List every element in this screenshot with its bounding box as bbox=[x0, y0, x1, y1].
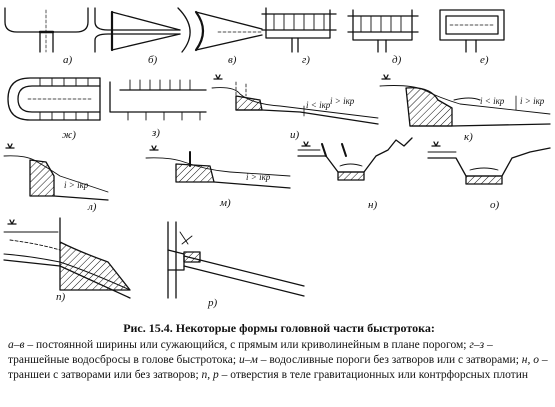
caption-text-1: – постоянной ширины или сужающийся, с пр… bbox=[24, 339, 470, 351]
caption-key-4: н, о bbox=[521, 354, 540, 366]
panel-z-drawing bbox=[109, 79, 207, 121]
panel-g-label: г) bbox=[302, 54, 310, 66]
caption-text-4: – траншеи с затворами или без затворов; bbox=[8, 354, 548, 381]
panel-i-drawing: i < iкр i > iкр bbox=[211, 74, 379, 125]
panel-l-drawing: i > iкр bbox=[3, 143, 109, 201]
caption-text-2: – траншейные водосбросы в голове быстрот… bbox=[8, 339, 493, 366]
panel-i-label: и) bbox=[290, 129, 300, 141]
panel-b-drawing bbox=[94, 7, 181, 53]
k-slope-lt: i < iкр bbox=[480, 96, 505, 106]
panel-k-drawing: i < iкр i > iкр bbox=[379, 74, 551, 127]
caption-text-3: – водосливные пороги без затворов или с … bbox=[257, 354, 522, 366]
panel-n-drawing bbox=[297, 137, 413, 181]
panel-l-label: л) bbox=[87, 201, 97, 213]
panel-v-label: в) bbox=[228, 54, 237, 66]
panel-z-label: з) bbox=[151, 127, 160, 139]
panel-e-drawing bbox=[439, 9, 505, 53]
caption-title: Рис. 15.4. Некоторые формы головной част… bbox=[123, 321, 435, 335]
m-slope-gt: i > iкр bbox=[246, 172, 271, 182]
panel-e-label: е) bbox=[480, 54, 489, 66]
panel-r-label: р) bbox=[207, 297, 218, 309]
i-slope-gt: i > iкр bbox=[330, 96, 355, 106]
l-slope-gt: i > iкр bbox=[64, 180, 89, 190]
panel-d-label: д) bbox=[392, 54, 402, 66]
caption-key-2: г–з bbox=[469, 339, 485, 351]
panel-p-drawing bbox=[3, 217, 131, 299]
panel-v-drawing bbox=[177, 7, 263, 53]
panel-m-drawing: i > iкр bbox=[145, 145, 291, 189]
panel-zh-drawing bbox=[7, 77, 101, 121]
panel-o-label: о) bbox=[490, 199, 500, 211]
panel-d-drawing bbox=[347, 9, 419, 53]
caption-text-5: – отверстия в теле гравитационных или ко… bbox=[218, 369, 529, 381]
panel-b-label: б) bbox=[148, 54, 158, 66]
figure-caption: Рис. 15.4. Некоторые формы головной част… bbox=[8, 321, 550, 383]
panel-o-drawing bbox=[427, 141, 551, 185]
panel-a-label: а) bbox=[63, 54, 73, 66]
caption-body: а–в – постоянной ширины или сужающийся, … bbox=[8, 338, 550, 383]
caption-key-3: и–м bbox=[238, 354, 258, 366]
figure-drawings: i < iкр i > iкр i < iкр i > iкр i > iкр bbox=[3, 7, 551, 309]
panel-g-drawing bbox=[261, 7, 337, 53]
panel-a-drawing bbox=[4, 7, 89, 53]
panel-m-label: м) bbox=[219, 197, 231, 209]
i-slope-lt: i < iкр bbox=[306, 100, 331, 110]
caption-key-5: п, р bbox=[201, 369, 219, 381]
panel-r-drawing bbox=[167, 221, 305, 299]
panel-zh-label: ж) bbox=[62, 129, 76, 141]
panel-n-label: н) bbox=[368, 199, 377, 211]
k-slope-gt: i > iкр bbox=[520, 96, 545, 106]
panel-k-label: к) bbox=[464, 131, 473, 143]
panel-p-label: п) bbox=[56, 291, 66, 303]
caption-key-1: а–в bbox=[8, 339, 25, 351]
